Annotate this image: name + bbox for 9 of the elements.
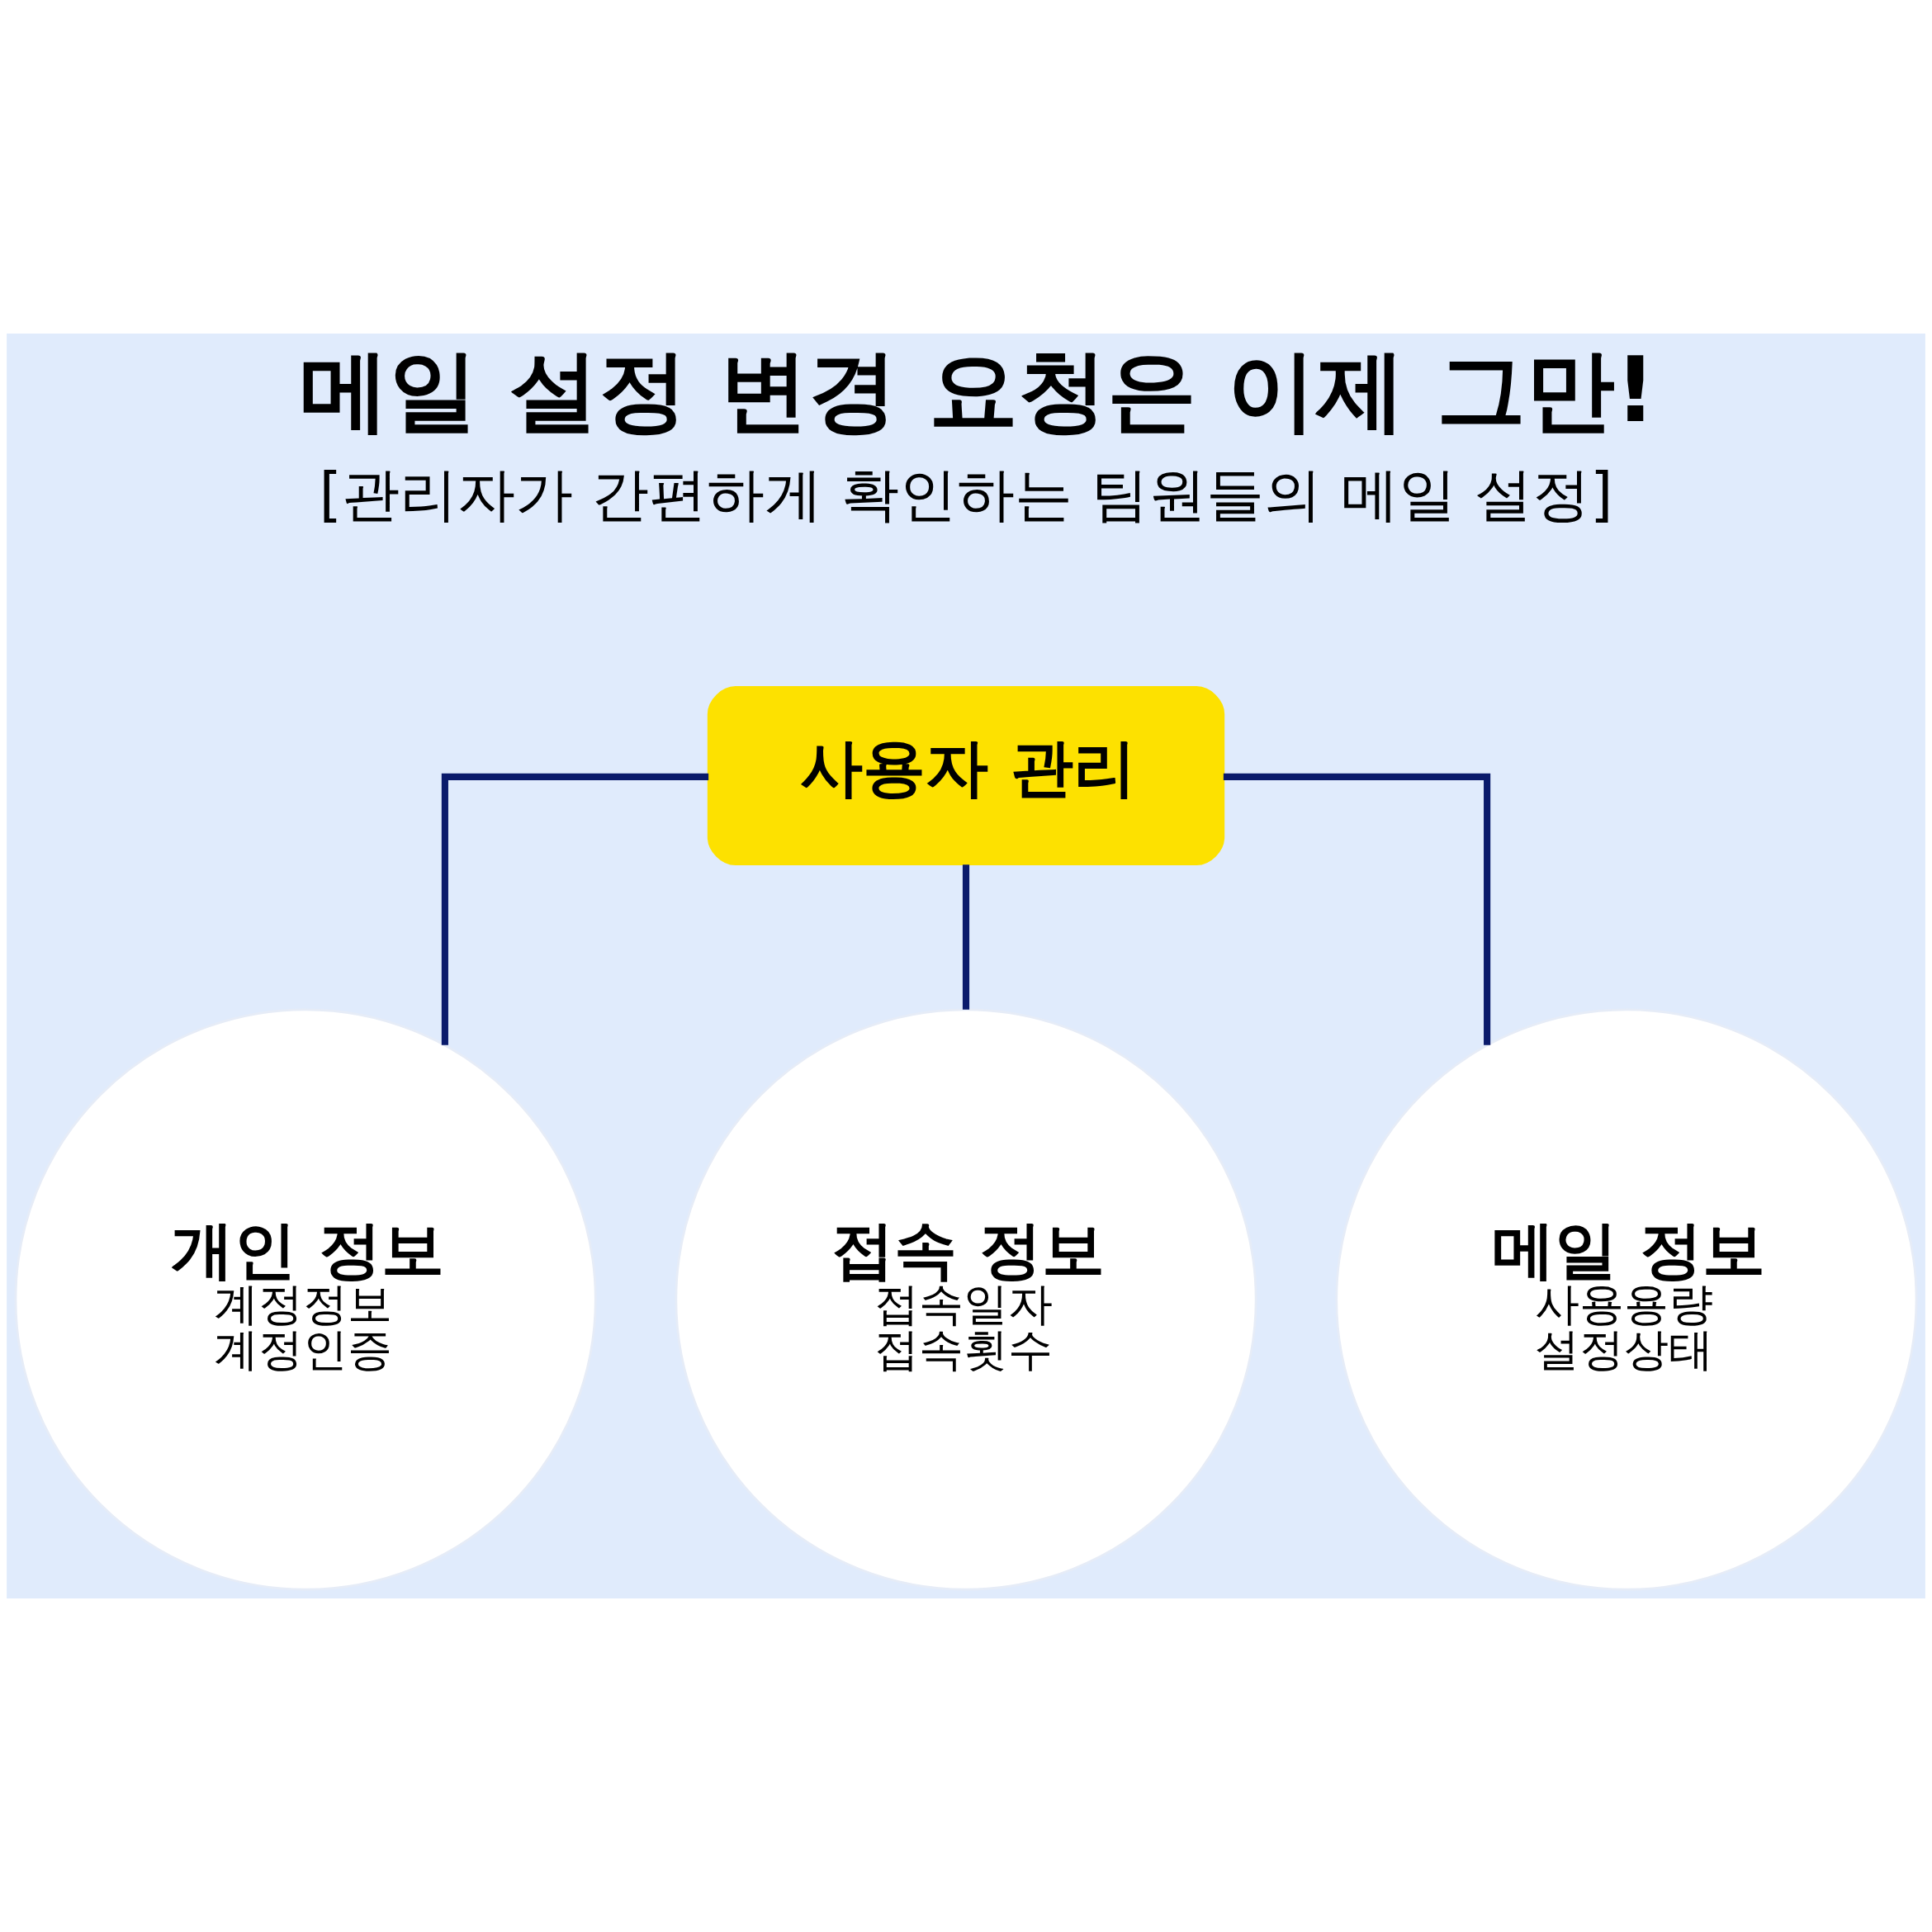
label: [관리자가 간편하게 확인하는 팀원들의 메일 설정] [319,461,1613,529]
connector [441,773,709,1045]
connector [962,864,970,1010]
node-box: 사용자 관리 [707,686,1225,865]
node-circle: 접속 정보 접속일자 접속횟수 [675,1008,1257,1591]
diagram-title: 메일 설정 변경 요청은 이제 그만! [300,337,1656,443]
node-circle: 개인 정보 계정정보 계정인증 [14,1008,597,1591]
node-circle: 메일 정보 사용용량 설정상태 [1335,1008,1918,1591]
connector [1223,773,1491,1045]
